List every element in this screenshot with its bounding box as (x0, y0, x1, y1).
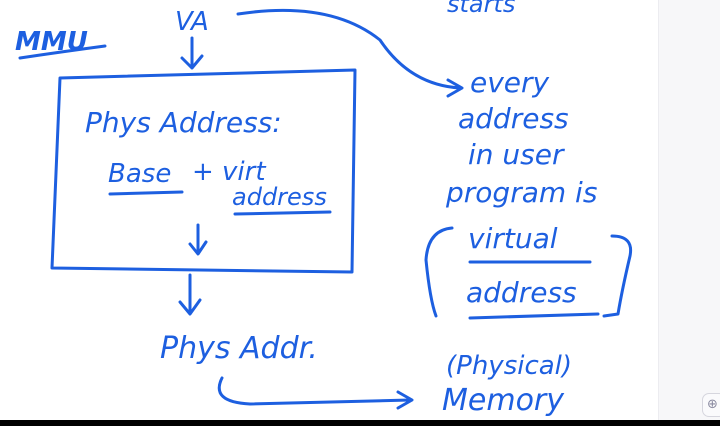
zoom-in-icon: ⊕ (707, 397, 718, 412)
bottom-bar (0, 420, 720, 426)
curved-arrow-to-every (236, 8, 464, 98)
note-plus-virt: + virt (192, 157, 266, 187)
note-address: address (232, 183, 327, 211)
va-arrow (180, 36, 204, 70)
note-address2: address (458, 102, 569, 135)
note-starts: starts (447, 0, 515, 18)
note-virtual: virtual (468, 222, 558, 255)
arrow-to-memory (217, 376, 414, 410)
side-panel (658, 0, 720, 420)
note-memory: Memory (442, 383, 565, 418)
note-phys-address: Phys Address: (85, 106, 282, 139)
right-bracket (602, 234, 633, 318)
address3-underline (468, 312, 600, 320)
inner-arrow (188, 223, 208, 256)
note-in-user: in user (468, 138, 565, 171)
note-va: VA (175, 7, 209, 37)
note-base: Base (108, 159, 171, 189)
base-underline (108, 190, 184, 196)
handwritten-notes: starts MMU VA Phys Address: Base + virt … (15, 0, 633, 418)
note-physical: (Physical) (446, 351, 572, 381)
whiteboard-canvas[interactable]: starts MMU VA Phys Address: Base + virt … (0, 0, 658, 420)
mmu-box (50, 68, 357, 274)
address-underline (233, 210, 332, 216)
left-bracket (424, 226, 454, 318)
note-program-is: program is (445, 176, 597, 209)
note-every: every (470, 66, 550, 99)
down-arrow (178, 273, 202, 316)
note-phys-addr: Phys Addr. (160, 331, 318, 366)
mmu-underline (18, 44, 107, 60)
note-address3: address (466, 276, 577, 309)
zoom-in-button[interactable]: ⊕ (702, 393, 720, 417)
